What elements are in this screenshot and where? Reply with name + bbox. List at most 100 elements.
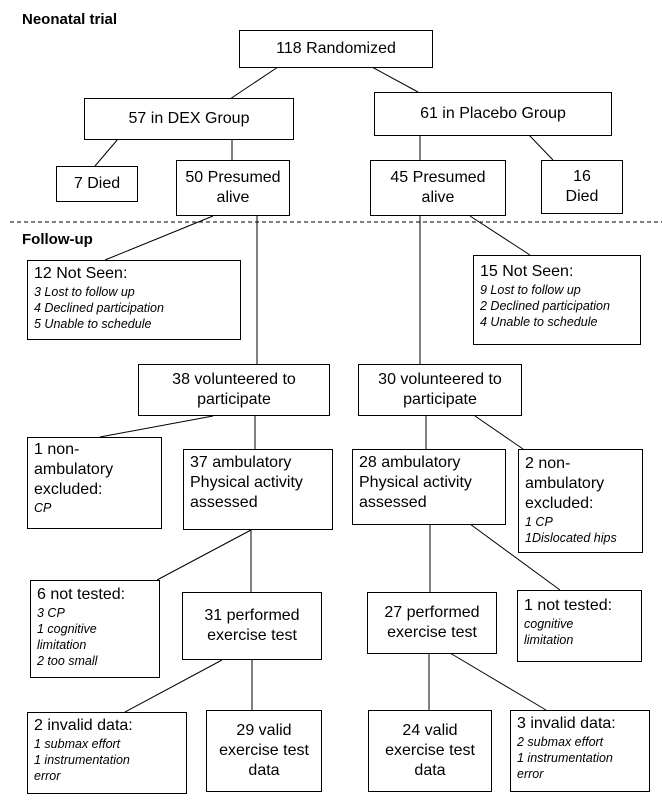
box-item: 4 Declined participation — [34, 301, 164, 315]
dex-invalid-data-box: 2 invalid data: 1 submax effort 1 instru… — [27, 712, 187, 794]
box-item: 1 cognitive — [37, 622, 97, 636]
box-text: 37 ambulatory — [190, 454, 292, 471]
box-item: CP — [34, 501, 52, 515]
box-text: Physical activity — [359, 474, 472, 491]
dex-ambulatory-box: 37 ambulatory Physical activity assessed — [183, 449, 333, 530]
box-item: 3 Lost to follow up — [34, 285, 135, 299]
dex-not-seen-box: 12 Not Seen: 3 Lost to follow up 4 Decli… — [27, 260, 241, 340]
connector — [94, 138, 119, 167]
box-item: 1 CP — [525, 515, 553, 529]
box-title: 2 non- — [525, 455, 571, 472]
dex-valid-data-box: 29 valid exercise test data — [206, 710, 322, 792]
box-text: 61 in Placebo Group — [420, 105, 566, 122]
box-text: assessed — [190, 494, 258, 511]
placebo-died-box: 16 Died — [541, 160, 623, 214]
connector — [469, 523, 561, 591]
box-title: 2 invalid data: — [34, 717, 133, 734]
box-item: 1 submax effort — [34, 737, 121, 751]
box-title: excluded: — [525, 495, 594, 512]
box-item: 4 Unable to schedule — [480, 315, 598, 329]
box-text: assessed — [359, 494, 427, 511]
placebo-not-tested-box: 1 not tested: cognitive limitation — [517, 590, 642, 662]
placebo-presumed-alive-box: 45 Presumed alive — [370, 160, 506, 216]
box-text: 27 performed — [384, 604, 480, 621]
box-item: error — [517, 767, 544, 781]
connector — [371, 66, 419, 93]
box-item: 1 instrumentation — [517, 751, 613, 765]
box-text: exercise test — [219, 742, 309, 759]
box-item: error — [34, 769, 61, 783]
box-text: participate — [403, 391, 477, 408]
placebo-not-seen-box: 15 Not Seen: 9 Lost to follow up 2 Decli… — [473, 255, 641, 345]
box-title: 12 Not Seen: — [34, 265, 128, 282]
box-text: alive — [216, 189, 250, 206]
connector — [156, 529, 252, 581]
box-title: 6 not tested: — [37, 586, 126, 603]
dex-not-tested-box: 6 not tested: 3 CP 1 cognitive limitatio… — [30, 580, 160, 678]
box-item: 1Dislocated hips — [525, 531, 617, 545]
box-text: 38 volunteered to — [172, 371, 296, 388]
box-text: 16 — [573, 168, 591, 185]
box-text: Died — [565, 188, 599, 205]
box-item: 2 too small — [37, 654, 98, 668]
connector — [528, 134, 554, 161]
box-text: 7 Died — [73, 175, 121, 192]
box-text: 29 valid — [236, 722, 292, 739]
box-item: 3 CP — [37, 606, 65, 620]
dex-died-box: 7 Died — [56, 166, 138, 202]
placebo-group-box: 61 in Placebo Group — [374, 92, 612, 136]
box-title: 3 invalid data: — [517, 715, 616, 732]
box-title: 15 Not Seen: — [480, 263, 574, 280]
placebo-volunteered-box: 30 volunteered to participate — [358, 364, 522, 416]
placebo-ambulatory-box: 28 ambulatory Physical activity assessed — [352, 449, 506, 525]
connector — [104, 215, 214, 261]
connector — [229, 66, 279, 100]
box-text: 118 Randomized — [276, 40, 396, 57]
box-item: limitation — [37, 638, 87, 652]
placebo-invalid-data-box: 3 invalid data: 2 submax effort 1 instru… — [510, 710, 650, 792]
dex-non-ambulatory-box: 1 non- ambulatory excluded: CP — [27, 437, 162, 529]
box-item: 2 submax effort — [517, 735, 604, 749]
box-item: 5 Unable to schedule — [34, 317, 152, 331]
box-text: participate — [197, 391, 271, 408]
box-text: 24 valid — [402, 722, 458, 739]
box-title: ambulatory — [34, 461, 114, 478]
box-text: 30 volunteered to — [378, 371, 502, 388]
dex-presumed-alive-box: 50 Presumed alive — [176, 160, 290, 216]
placebo-non-ambulatory-box: 2 non- ambulatory excluded: 1 CP 1Disloc… — [518, 449, 643, 553]
box-text: Physical activity — [190, 474, 303, 491]
section-follow-up: Follow-up — [22, 231, 93, 248]
box-text: 57 in DEX Group — [128, 110, 250, 127]
placebo-valid-data-box: 24 valid exercise test data — [368, 710, 492, 792]
box-title: 1 not tested: — [524, 597, 613, 614]
box-text: 28 ambulatory — [359, 454, 461, 471]
section-neonatal-trial: Neonatal trial — [22, 11, 118, 28]
dex-performed-box: 31 performed exercise test — [182, 592, 322, 660]
box-text: exercise test — [385, 742, 475, 759]
box-title: 1 non- — [34, 441, 80, 458]
connector — [469, 215, 531, 256]
box-text: 50 Presumed — [185, 169, 281, 186]
box-title: excluded: — [34, 481, 103, 498]
dex-group-box: 57 in DEX Group — [84, 98, 294, 140]
randomized-box: 118 Randomized — [239, 30, 433, 68]
connector — [474, 415, 524, 450]
dex-volunteered-box: 38 volunteered to participate — [138, 364, 330, 416]
placebo-performed-box: 27 performed exercise test — [367, 592, 497, 654]
box-text: alive — [421, 189, 455, 206]
box-text: data — [414, 762, 446, 779]
connector — [449, 652, 547, 711]
box-text: 31 performed — [204, 607, 300, 624]
box-item: cognitive — [524, 617, 574, 631]
box-text: exercise test — [387, 624, 477, 641]
box-title: ambulatory — [525, 475, 605, 492]
box-text: 45 Presumed — [390, 169, 486, 186]
box-item: 9 Lost to follow up — [480, 283, 581, 297]
connector — [99, 415, 214, 438]
box-text: exercise test — [207, 627, 297, 644]
box-text: data — [248, 762, 280, 779]
box-item: 1 instrumentation — [34, 753, 130, 767]
box-item: 2 Declined participation — [480, 299, 610, 313]
